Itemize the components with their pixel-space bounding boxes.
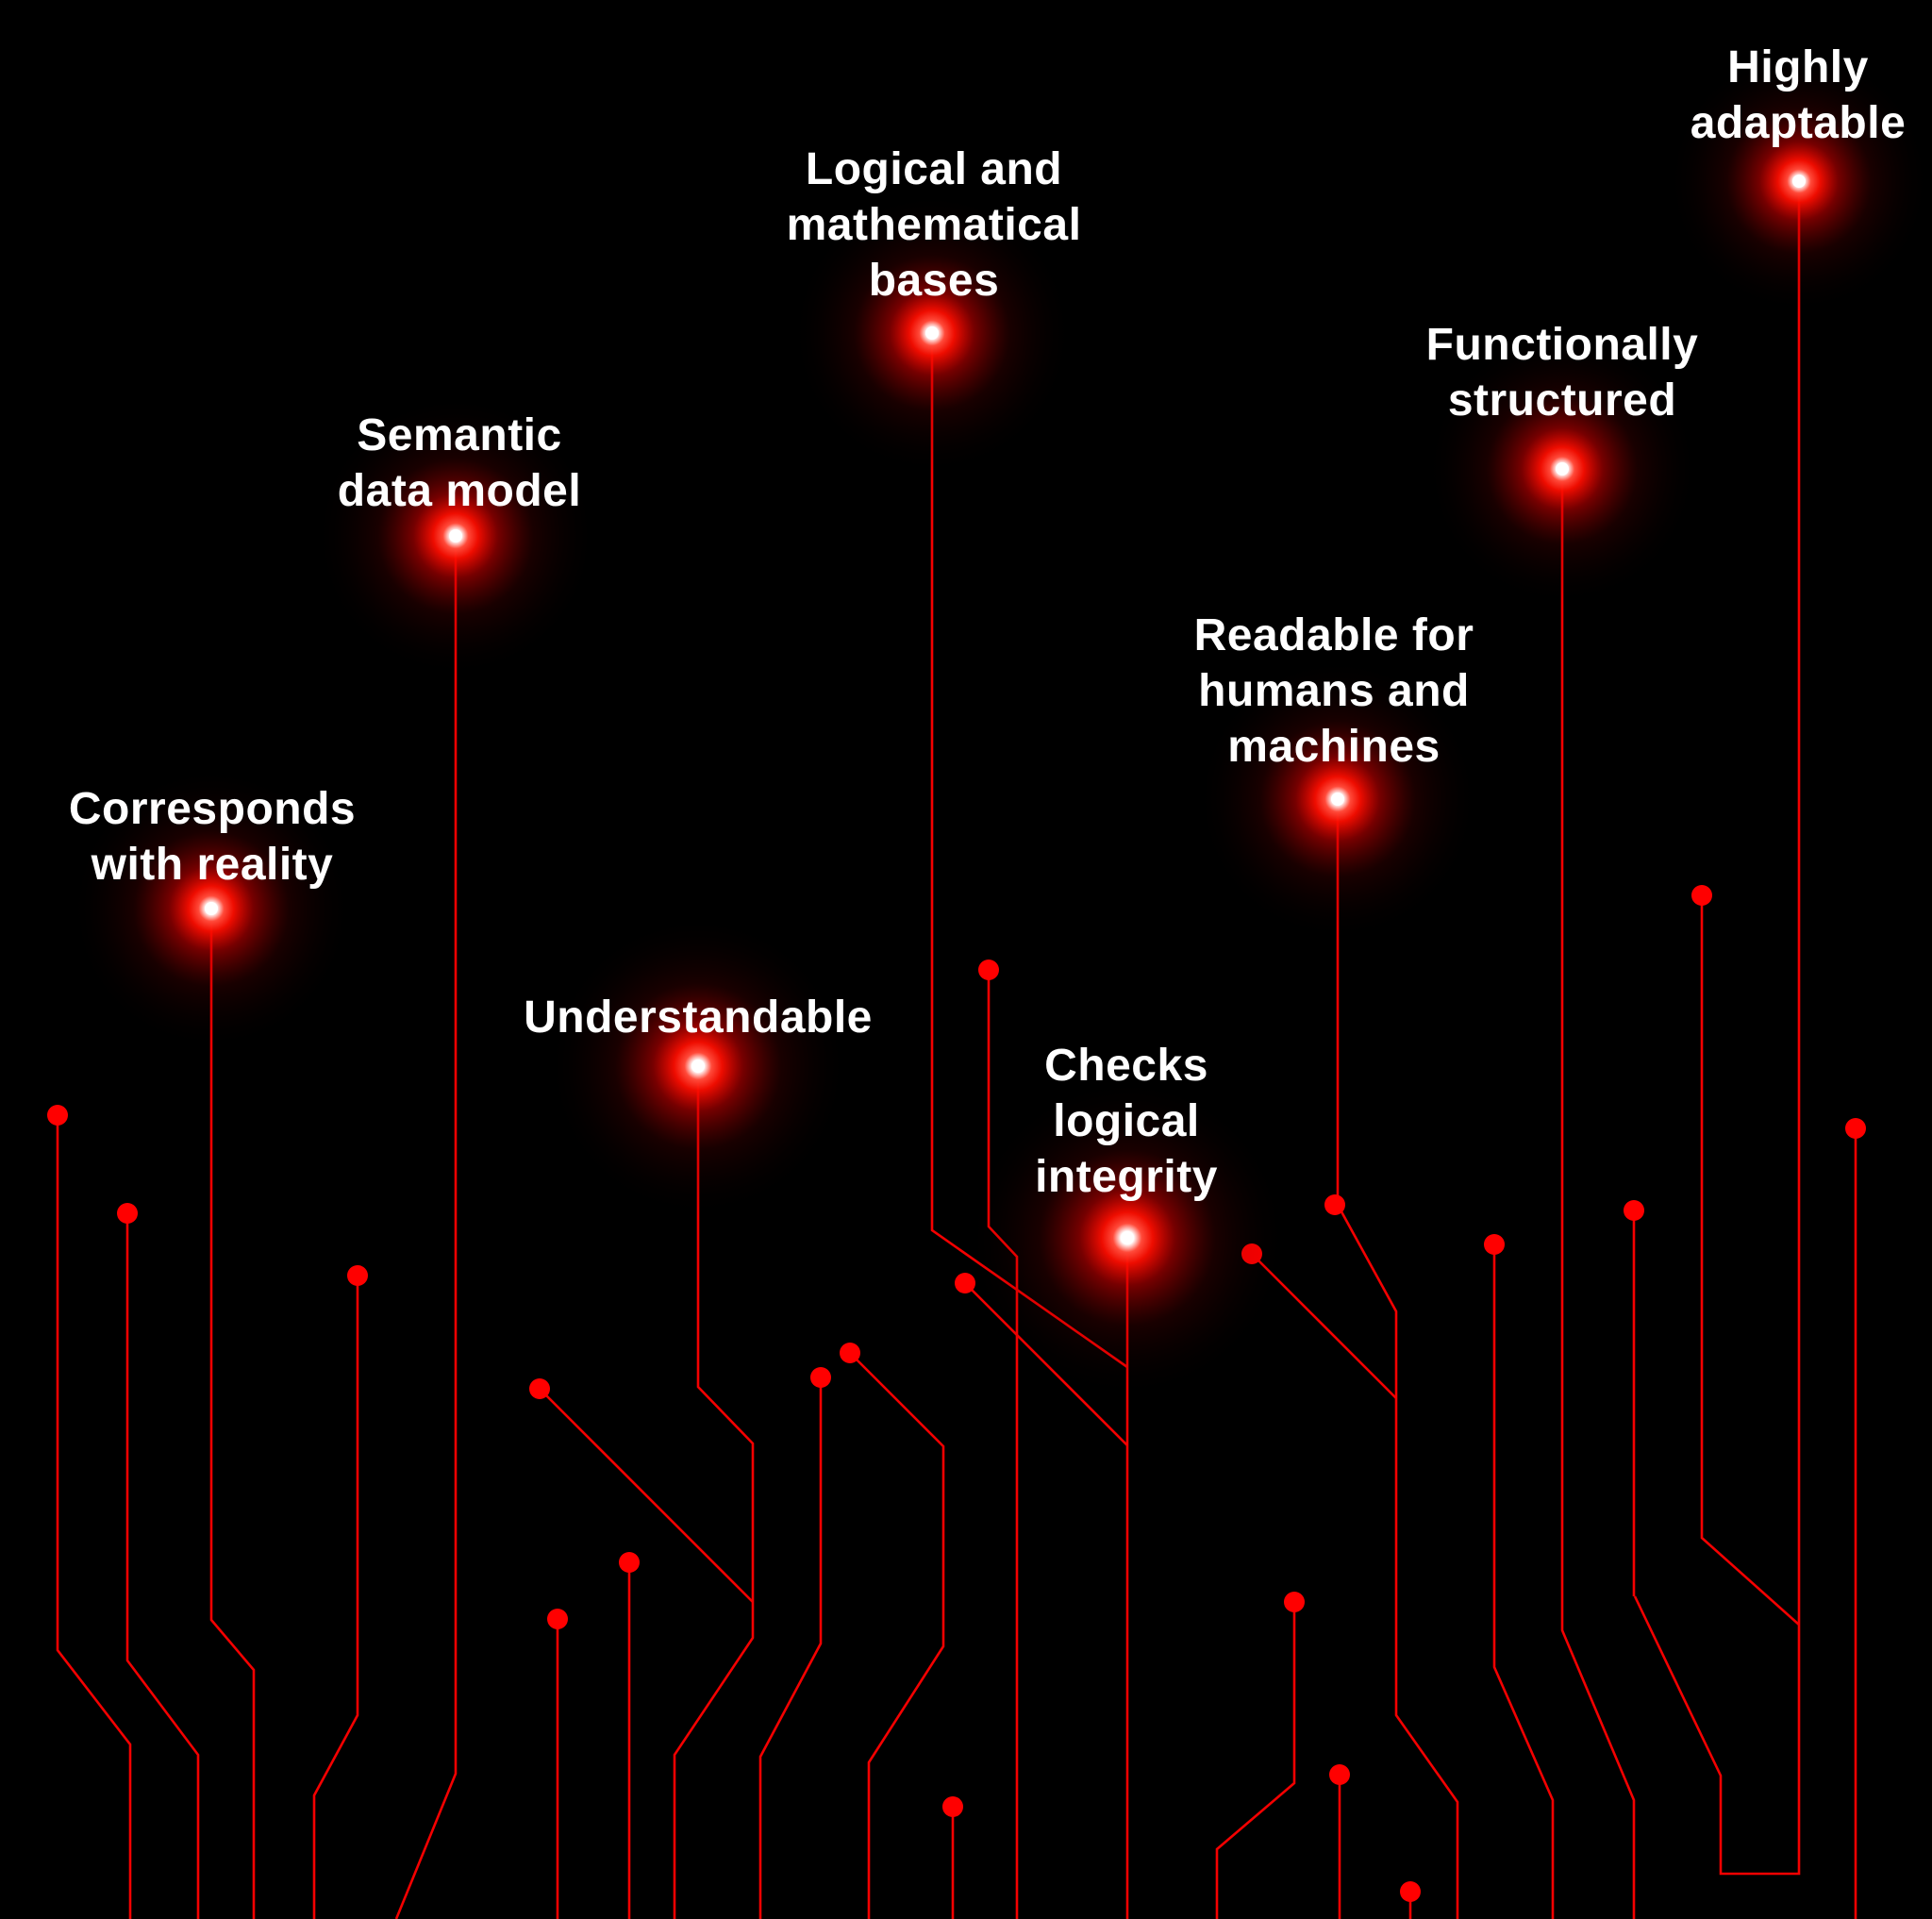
trace-dot <box>978 960 999 980</box>
node-core-dot <box>205 902 218 915</box>
trace-dot <box>1691 885 1712 906</box>
node-label-line: adaptable <box>1690 98 1907 148</box>
node-label-line: Highly <box>1727 42 1869 92</box>
node-core-dot <box>925 326 939 340</box>
trace-dot <box>1624 1200 1644 1221</box>
trace-dot <box>1845 1118 1866 1139</box>
trace-line <box>673 1069 755 1919</box>
trace-dot <box>1284 1592 1305 1612</box>
node-core-dot <box>691 1060 705 1073</box>
node-label-logical-and-mathematical-bases: Logical and mathematical bases <box>787 142 1082 309</box>
trace-dot <box>1400 1881 1421 1902</box>
trace-dot <box>942 1796 963 1817</box>
node-label-line: integrity <box>1035 1152 1218 1202</box>
trace-dot <box>547 1609 568 1629</box>
node-core-dot <box>1792 175 1806 188</box>
node-label-line: logical <box>1053 1096 1200 1146</box>
node-label-functionally-structured: Functionally structured <box>1426 317 1699 428</box>
trace-dot <box>619 1552 640 1573</box>
node-label-readable-for-humans-and-machines: Readable for humans and machines <box>1194 608 1474 775</box>
node-label-line: Logical and <box>805 144 1063 194</box>
trace-lines-layer <box>56 181 1857 1919</box>
trace-dot <box>347 1265 368 1286</box>
node-core-dot <box>449 529 462 542</box>
trace-dot <box>1324 1194 1345 1215</box>
node-label-line: Understandable <box>524 993 873 1043</box>
trace-line <box>56 1115 132 1919</box>
trace-line <box>394 536 458 1919</box>
trace-line <box>539 1388 754 1603</box>
node-label-highly-adaptable: Highly adaptable <box>1690 40 1907 151</box>
node-label-line: Checks <box>1044 1041 1208 1091</box>
node-core-dot <box>1331 793 1344 806</box>
node-label-line: Corresponds <box>68 784 357 834</box>
trace-line <box>987 970 1019 1919</box>
trace-dot <box>1484 1234 1505 1255</box>
node-label-line: Functionally <box>1425 320 1699 370</box>
node-label-line: mathematical <box>786 200 1082 250</box>
node-core-dot <box>1121 1231 1134 1244</box>
trace-dot <box>840 1343 860 1363</box>
trace-line <box>125 1213 200 1919</box>
trace-dot <box>47 1105 68 1126</box>
trace-dots-layer <box>47 885 1866 1902</box>
trace-dot <box>117 1203 138 1224</box>
trace-line <box>209 909 256 1919</box>
trace-dot <box>529 1378 550 1399</box>
trace-line <box>1700 895 1800 1626</box>
trace-dot <box>1329 1764 1350 1785</box>
trace-line <box>1633 181 1801 1876</box>
trace-line <box>1336 799 1459 1919</box>
node-label-line: data model <box>337 466 582 516</box>
node-label-line: with reality <box>91 840 334 890</box>
trace-line <box>312 1276 359 1919</box>
trace-line <box>849 1352 945 1919</box>
node-glows-layer <box>70 49 1931 1398</box>
trace-line <box>1215 1602 1296 1919</box>
trace-line <box>1492 1244 1555 1919</box>
node-label-corresponds-with-reality: Corresponds with reality <box>69 781 356 893</box>
trace-line <box>1560 469 1636 1919</box>
node-core-dot <box>1556 462 1569 476</box>
node-label-understandable: Understandable <box>524 990 873 1045</box>
trace-dot <box>810 1367 831 1388</box>
node-label-line: bases <box>868 256 1000 306</box>
node-label-line: machines <box>1227 722 1441 772</box>
node-label-semantic-data-model: Semantic data model <box>338 408 581 519</box>
node-label-line: humans and <box>1198 666 1470 716</box>
node-label-line: Semantic <box>357 410 562 460</box>
trace-line <box>758 1377 823 1919</box>
trace-dot <box>955 1273 975 1293</box>
node-label-line: structured <box>1447 375 1677 426</box>
node-label-checks-logical-integrity: Checks logical integrity <box>1035 1038 1218 1205</box>
node-label-line: Readable for <box>1193 610 1474 660</box>
